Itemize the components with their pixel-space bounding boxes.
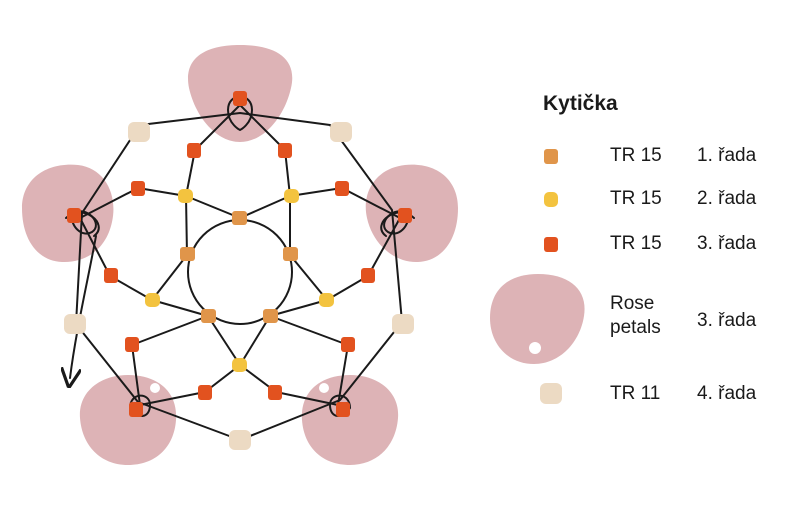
legend-item-row1: TR 15 1. řada (520, 145, 790, 185)
exit-thread (70, 235, 97, 378)
bead-row3 (398, 208, 412, 223)
legend-title: Kytička (543, 92, 618, 115)
legend-item-row2: TR 15 2. řada (520, 188, 790, 228)
legend-swatch-row1 (544, 149, 558, 164)
legend-row-number: 3. řada (697, 233, 757, 254)
legend-item-row4: TR 11 4. řada (520, 382, 790, 422)
legend-label-line1: Rose (610, 293, 655, 314)
bead-row3 (361, 268, 375, 283)
bead-row3 (131, 181, 145, 196)
legend-row-number: 1. řada (697, 145, 757, 166)
bead-row1 (180, 247, 195, 261)
bead-row2 (145, 293, 160, 307)
inner-thread-ring (187, 219, 293, 325)
legend-row-number: 2. řada (697, 188, 757, 209)
beads (64, 91, 414, 450)
legend-swatch-row2 (544, 192, 558, 207)
bead-row1 (232, 211, 247, 225)
bead-row3 (335, 181, 349, 196)
petal-bottom-right (301, 375, 399, 465)
bead-row3 (129, 402, 143, 417)
petal-bottom-left (79, 375, 177, 465)
bead-row3 (341, 337, 355, 352)
bead-row1 (201, 309, 216, 323)
bead-row2 (319, 293, 334, 307)
legend-label-line2: petals (610, 317, 661, 338)
bead-row1 (263, 309, 278, 323)
legend-label: TR 15 (610, 188, 662, 209)
bead-row4 (330, 122, 352, 142)
bead-row3 (198, 385, 212, 400)
legend-label: TR 11 (610, 383, 661, 404)
bead-row2 (232, 358, 247, 372)
rose-petals (22, 45, 458, 465)
bead-row4 (128, 122, 150, 142)
legend-swatch-petal (490, 274, 585, 364)
bead-row2 (178, 189, 193, 203)
legend-swatch-row3 (544, 237, 558, 252)
bead-row4 (392, 314, 414, 334)
legend-swatch-row4 (540, 383, 562, 404)
bead-row4 (64, 314, 86, 334)
legend-row-number: 4. řada (697, 383, 757, 404)
legend-label: TR 15 (610, 145, 662, 166)
bead-row3 (233, 91, 247, 106)
bead-row4 (229, 430, 251, 450)
legend-item-row3: TR 15 3. řada (520, 233, 790, 273)
bead-row2 (284, 189, 299, 203)
legend-row-number: 3. řada (697, 310, 757, 331)
legend-label: TR 15 (610, 233, 662, 254)
bead-row3 (187, 143, 201, 158)
bead-row3 (67, 208, 81, 223)
bead-row3 (278, 143, 292, 158)
legend-item-petals: Rose petals 3. řada (490, 272, 790, 367)
bead-row3 (104, 268, 118, 283)
bead-row3 (125, 337, 139, 352)
bead-row1 (283, 247, 298, 261)
bead-row3 (268, 385, 282, 400)
bead-row3 (336, 402, 350, 417)
